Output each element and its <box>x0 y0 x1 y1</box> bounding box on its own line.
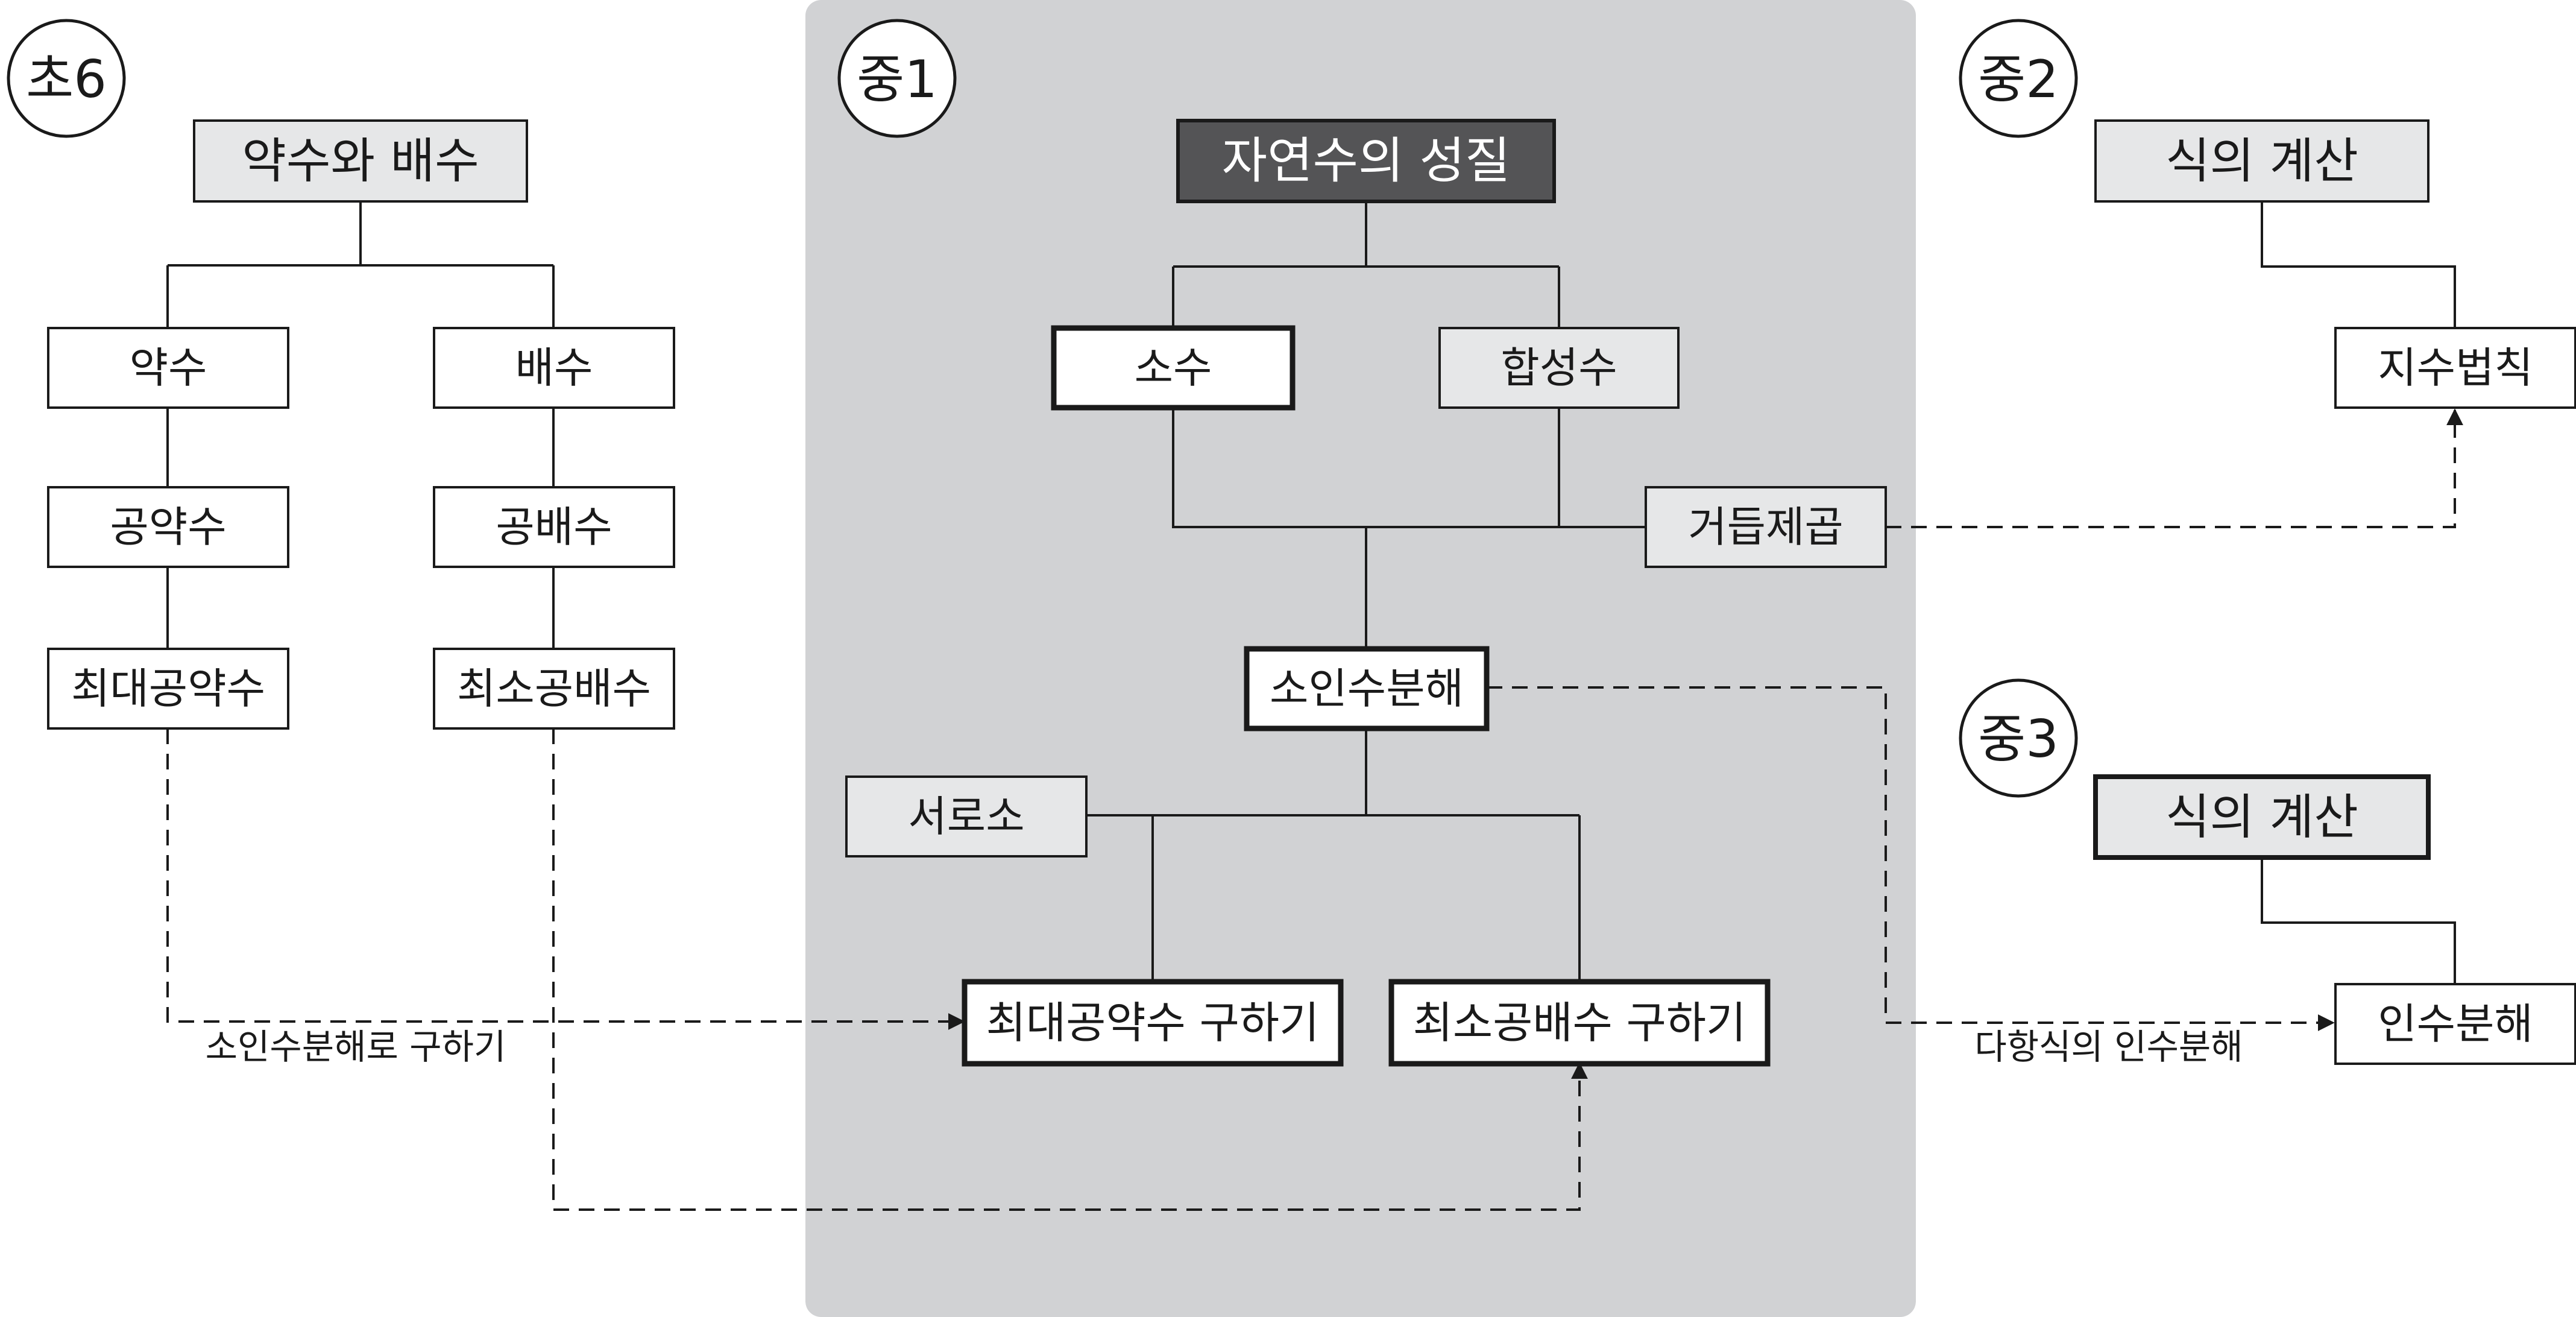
svg-text:최대공약수 구하기: 최대공약수 구하기 <box>986 997 1320 1048</box>
label-poly-factoring: 다항식의 인수분해 <box>1974 1026 2243 1067</box>
svg-text:중2: 중2 <box>1978 49 2059 110</box>
svg-text:중1: 중1 <box>857 49 937 110</box>
node-gcd-find: 최대공약수 구하기 <box>962 979 1344 1067</box>
node-prime: 소수 <box>1051 325 1296 411</box>
grade-badge-mid2: 중2 <box>1959 19 2078 138</box>
link-gcd-to-gcd-find <box>166 728 965 1030</box>
node-mid3-root: 식의 계산 <box>2093 774 2431 860</box>
svg-text:약수: 약수 <box>130 343 207 393</box>
node-common-divisor: 공약수 <box>47 486 289 568</box>
link-lcm-to-lcm-find <box>552 728 1588 1211</box>
node-factoring: 인수분해 <box>2334 983 2576 1065</box>
svg-text:거듭제곱: 거듭제곱 <box>1688 502 1844 552</box>
node-factorization: 소인수분해 <box>1244 646 1490 731</box>
grade-badge-mid3: 중3 <box>1959 678 2078 798</box>
svg-text:공배수: 공배수 <box>496 502 612 552</box>
svg-text:최소공배수: 최소공배수 <box>457 664 651 713</box>
node-mid1-root: 자연수의 성질 <box>1176 119 1556 203</box>
node-lcm-find: 최소공배수 구하기 <box>1388 979 1771 1067</box>
svg-text:중3: 중3 <box>1978 709 2059 769</box>
svg-text:인수분해: 인수분해 <box>2378 999 2533 1049</box>
node-divisor: 약수 <box>47 327 289 409</box>
node-multiple: 배수 <box>433 327 675 409</box>
link-power-to-exponent-law <box>1886 408 2463 528</box>
label-by-factorization: 소인수분해로 구하기 <box>206 1026 506 1067</box>
mid3-connectors <box>2261 857 2456 984</box>
svg-text:공약수: 공약수 <box>110 502 226 552</box>
svg-text:약수와 배수: 약수와 배수 <box>242 133 479 189</box>
node-gcd: 최대공약수 <box>47 648 289 730</box>
svg-text:소인수분해: 소인수분해 <box>1270 664 1464 713</box>
node-elem6-root: 약수와 배수 <box>193 119 528 203</box>
svg-text:최대공약수: 최대공약수 <box>71 664 265 713</box>
node-exponent-law: 지수법칙 <box>2334 327 2576 409</box>
elem6-connectors <box>166 201 555 649</box>
svg-text:자연수의 성질: 자연수의 성질 <box>1222 133 1511 190</box>
node-mid2-root: 식의 계산 <box>2094 119 2430 203</box>
grade-badge-elem6: 초6 <box>7 19 126 138</box>
link-factorization-to-factoring <box>1487 686 2335 1031</box>
node-power: 거듭제곱 <box>1645 486 1887 568</box>
svg-text:소수: 소수 <box>1135 343 1212 393</box>
svg-text:서로소: 서로소 <box>908 792 1024 841</box>
node-composite: 합성수 <box>1438 327 1680 409</box>
svg-text:합성수: 합성수 <box>1501 343 1617 393</box>
svg-text:초6: 초6 <box>26 49 107 110</box>
svg-text:배수: 배수 <box>515 343 593 393</box>
mid2-connectors <box>2261 201 2456 328</box>
node-coprime: 서로소 <box>845 775 1088 857</box>
svg-text:최소공배수 구하기: 최소공배수 구하기 <box>1413 997 1746 1048</box>
svg-text:식의 계산: 식의 계산 <box>2165 789 2358 845</box>
svg-text:지수법칙: 지수법칙 <box>2378 343 2533 393</box>
grade-badge-mid1: 중1 <box>837 19 957 138</box>
svg-text:식의 계산: 식의 계산 <box>2165 133 2358 189</box>
node-lcm: 최소공배수 <box>433 648 675 730</box>
mid1-connectors <box>1086 201 1646 982</box>
node-common-multiple: 공배수 <box>433 486 675 568</box>
